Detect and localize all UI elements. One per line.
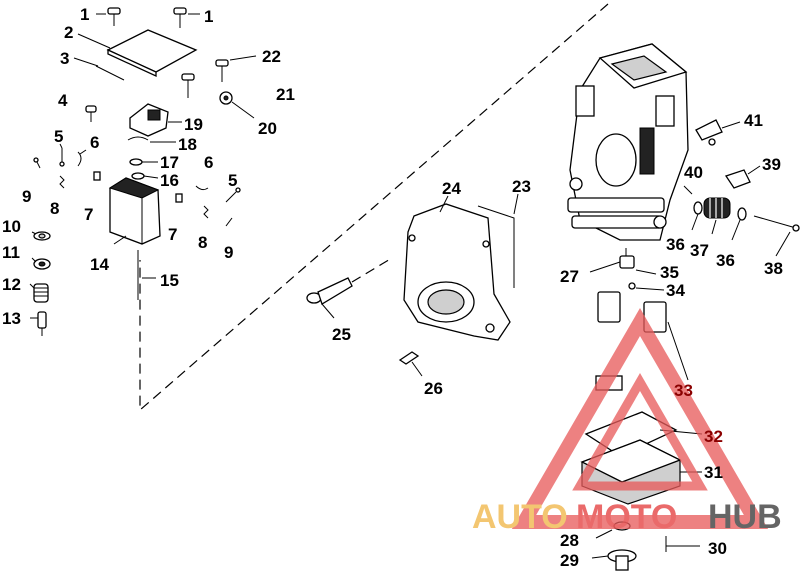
pin-part-40 xyxy=(683,185,693,195)
callout-6a: 6 xyxy=(90,133,99,152)
drain-plug-part-29 xyxy=(607,549,637,571)
callout-38: 38 xyxy=(764,259,783,278)
clip-part-6a xyxy=(77,151,82,167)
callout-3: 3 xyxy=(60,49,69,68)
bracket-part-19 xyxy=(129,103,169,137)
intake-adapter-part-24 xyxy=(403,203,511,341)
screw-part-21 xyxy=(181,73,195,98)
callout-9b: 9 xyxy=(224,243,233,262)
jet-part-7b xyxy=(175,193,183,203)
callout-21: 21 xyxy=(276,85,295,104)
watermark-logo: AUTO MOTO HUB xyxy=(472,308,782,536)
pin-part-30 xyxy=(665,536,700,552)
callout-7b: 7 xyxy=(168,225,177,244)
callout-labels: 1 1 2 3 4 5 5 6 6 7 7 8 8 9 9 10 11 12 1… xyxy=(2,5,783,570)
callout-7a: 7 xyxy=(84,205,93,224)
callout-27: 27 xyxy=(560,267,579,286)
callout-19: 19 xyxy=(184,115,203,134)
callout-24: 24 xyxy=(442,179,461,198)
callout-15: 15 xyxy=(160,271,179,290)
callout-28: 28 xyxy=(560,531,579,550)
pin-part-5a xyxy=(59,148,65,167)
callout-8a: 8 xyxy=(50,199,59,218)
callout-6b: 6 xyxy=(204,153,213,172)
callout-8b: 8 xyxy=(198,233,207,252)
callout-37: 37 xyxy=(690,241,709,260)
callout-11: 11 xyxy=(2,243,20,262)
spring-part-37 xyxy=(703,197,731,219)
washer-part-36b xyxy=(737,207,747,221)
fitting-part-41 xyxy=(695,119,723,146)
callout-29: 29 xyxy=(560,551,579,570)
screw-part-4 xyxy=(85,105,97,122)
callout-30: 30 xyxy=(708,539,727,558)
callout-10: 10 xyxy=(2,217,21,236)
callout-9a: 9 xyxy=(22,187,31,206)
callout-1a: 1 xyxy=(80,5,89,24)
callout-26: 26 xyxy=(424,379,443,398)
callout-2: 2 xyxy=(64,23,73,42)
dashed-boundary-line xyxy=(139,3,609,412)
watermark-hub-text: HUB xyxy=(708,498,782,536)
screw-part-22 xyxy=(215,59,229,82)
needle-part-13 xyxy=(37,311,47,336)
callout-40: 40 xyxy=(684,163,703,182)
ring-part-17 xyxy=(129,158,143,166)
callout-20: 20 xyxy=(258,119,277,138)
pin-part-5b xyxy=(225,187,241,203)
pin-part-9a xyxy=(33,157,41,169)
rod-part-38 xyxy=(753,215,800,232)
jet-part-34 xyxy=(628,282,636,290)
clip-part-6b xyxy=(195,185,209,191)
spring-part-12 xyxy=(33,283,49,303)
washer-part-36a xyxy=(693,201,703,215)
cover-plate-part-2 xyxy=(106,29,198,78)
callout-41: 41 xyxy=(744,111,763,130)
spring-part-8a xyxy=(59,175,65,189)
callout-39: 39 xyxy=(762,155,781,174)
screw-part-25 xyxy=(306,257,393,305)
callout-23: 23 xyxy=(512,177,531,196)
washer-part-20 xyxy=(219,91,233,105)
spring-part-8b xyxy=(203,205,209,219)
pin-part-9b xyxy=(225,217,233,227)
callout-18: 18 xyxy=(178,135,197,154)
callout-12: 12 xyxy=(2,275,21,294)
callout-22: 22 xyxy=(262,47,281,66)
clip-part-18 xyxy=(127,136,149,141)
pin-part-26 xyxy=(398,351,420,365)
callout-16: 16 xyxy=(160,171,179,190)
gasket-part-3 xyxy=(95,65,125,81)
gasket-part-23 xyxy=(477,205,515,288)
jet-part-7a xyxy=(93,171,101,181)
callout-5a: 5 xyxy=(54,127,63,146)
nut-part-10 xyxy=(33,231,51,241)
callout-13: 13 xyxy=(2,309,21,328)
callout-25: 25 xyxy=(332,325,351,344)
callout-33: 33 xyxy=(674,381,693,400)
callout-1b: 1 xyxy=(204,7,213,26)
callout-14: 14 xyxy=(90,255,109,274)
screw-part-1a xyxy=(107,7,121,26)
callout-4: 4 xyxy=(58,91,68,110)
watermark-moto-text: MOTO xyxy=(576,498,677,536)
ring-part-16 xyxy=(131,172,145,180)
callout-31: 31 xyxy=(704,463,723,482)
fitting-part-35 xyxy=(619,248,635,269)
callout-35: 35 xyxy=(660,263,679,282)
callout-5b: 5 xyxy=(228,171,237,190)
cap-part-39 xyxy=(724,169,751,189)
carburetor-body xyxy=(567,43,689,241)
callout-34: 34 xyxy=(666,281,685,300)
washer-part-11 xyxy=(33,258,51,270)
float-body-part-14 xyxy=(108,177,161,245)
callout-36a: 36 xyxy=(666,235,685,254)
watermark-auto-text: AUTO xyxy=(472,498,568,536)
callout-36b: 36 xyxy=(716,251,735,270)
callout-32: 32 xyxy=(704,427,723,446)
callout-17: 17 xyxy=(160,153,179,172)
screw-part-1b xyxy=(173,7,187,28)
